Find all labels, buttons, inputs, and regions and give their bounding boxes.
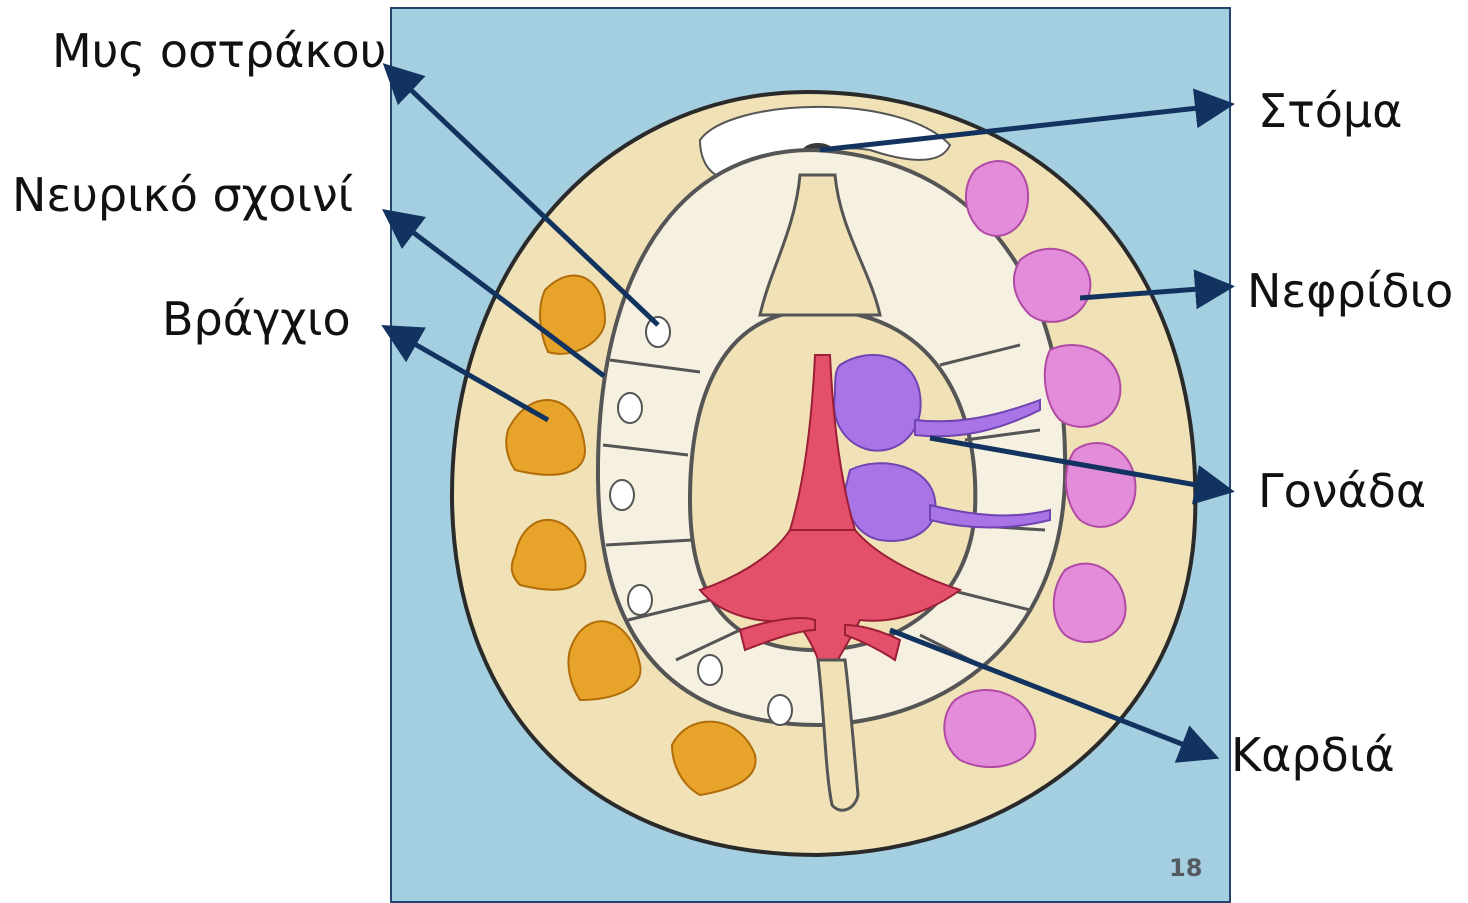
shell-muscle [646, 317, 670, 347]
label-mouth: Στόμα [1258, 88, 1403, 134]
page-number: 18 [1169, 854, 1202, 882]
label-shell-muscle: Μυς οστράκου [52, 28, 386, 74]
gonad [834, 355, 921, 451]
shell-muscle [768, 695, 792, 725]
label-heart: Καρδιά [1231, 732, 1395, 778]
shell-muscle [698, 655, 722, 685]
shell-muscle [628, 585, 652, 615]
label-gill: Βράγχιο [162, 296, 351, 342]
label-nerve-cord: Νευρικό σχοινί [12, 172, 353, 218]
nephridium [1014, 249, 1090, 322]
shell-muscle [618, 393, 642, 423]
label-gonad: Γονάδα [1258, 468, 1426, 514]
label-nephridium: Νεφρίδιο [1247, 268, 1453, 314]
nephridium [1066, 443, 1136, 527]
shell-muscle [610, 480, 634, 510]
nephridium [966, 161, 1028, 236]
